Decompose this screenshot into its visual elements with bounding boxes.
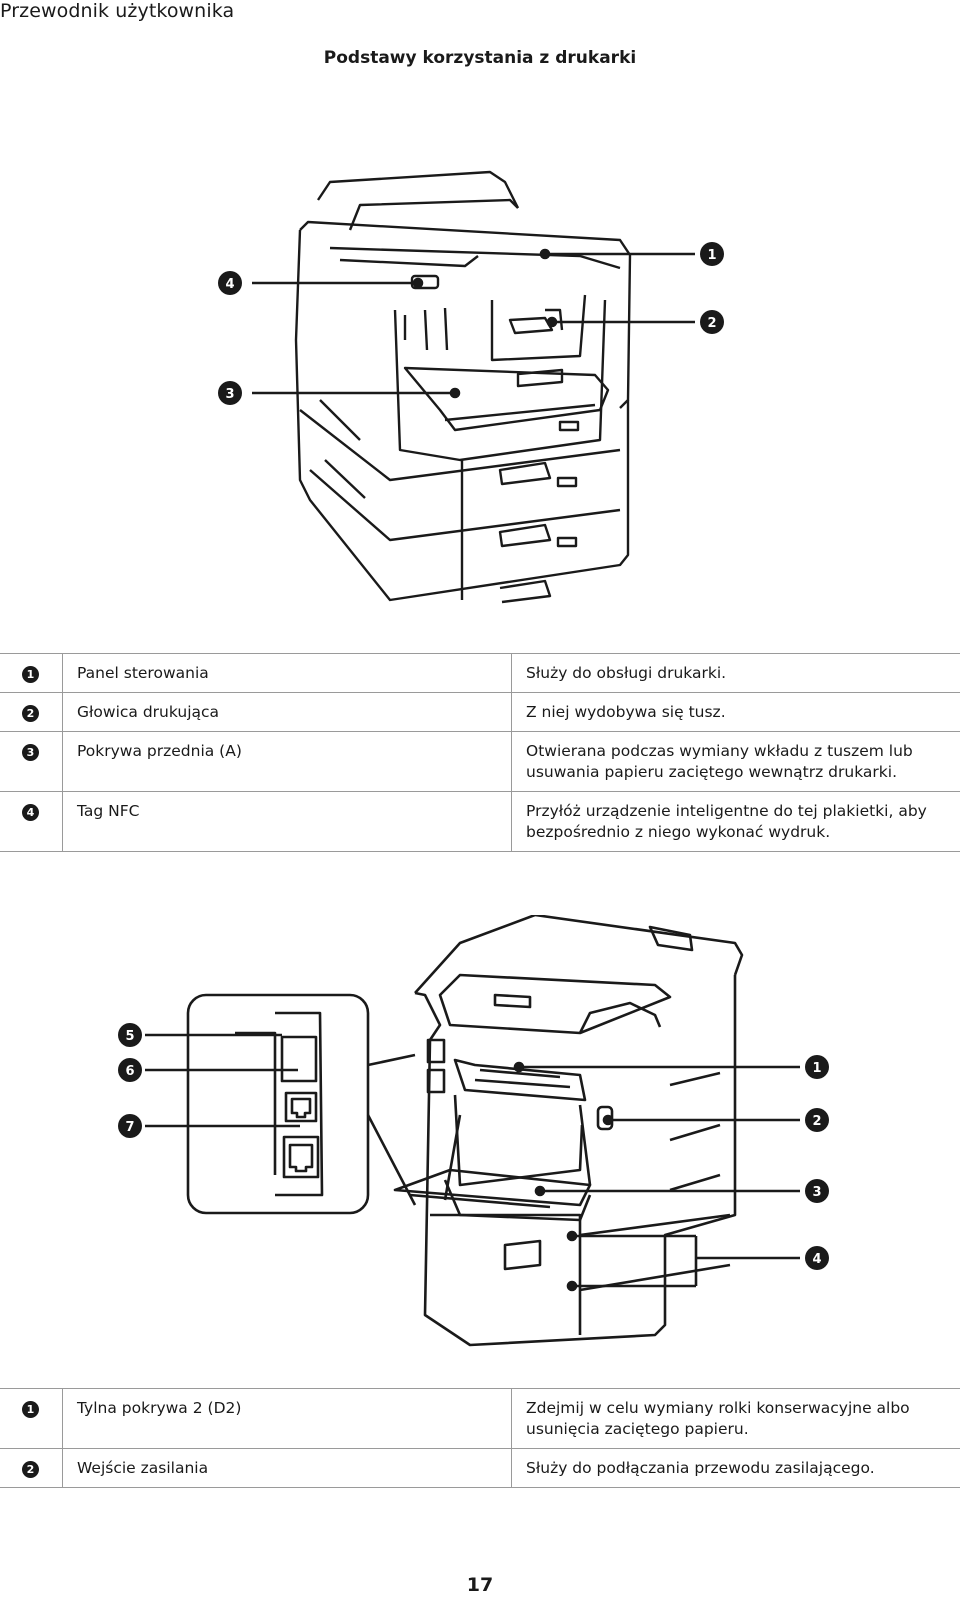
callout-2-label: 2 (707, 316, 716, 331)
part-description: Z niej wydobywa się tusz. (511, 692, 960, 732)
table-row: 1 Tylna pokrywa 2 (D2) Zdejmij w celu wy… (0, 1388, 960, 1449)
row-number-badge: 1 (22, 666, 39, 683)
port-6-icon (284, 1091, 318, 1123)
table-row: 3 Pokrywa przednia (A) Otwierana podczas… (0, 731, 960, 792)
table-row: 4 Tag NFC Przyłóż urządzenie inteligentn… (0, 791, 960, 852)
front-parts-table: 1 Panel sterowania Służy do obsługi druk… (0, 653, 960, 852)
page-title: Podstawy korzystania z drukarki (323, 48, 637, 68)
running-header: Przewodnik użytkownika (0, 0, 235, 22)
printer-rear-illustration: 5 6 7 1 2 3 4 (118, 915, 829, 1347)
table-row: 1 Panel sterowania Służy do obsługi druk… (0, 653, 960, 693)
callout-5-marker (118, 1023, 142, 1047)
page-number: 17 (466, 1574, 494, 1596)
callout-3-label: 3 (225, 387, 234, 402)
part-name: Pokrywa przednia (A) (62, 731, 512, 792)
row-number-badge: 1 (22, 1401, 39, 1418)
part-description: Służy do podłączania przewodu zasilające… (511, 1448, 960, 1488)
part-name: Wejście zasilania (62, 1448, 512, 1488)
table-row: 2 Wejście zasilania Służy do podłączania… (0, 1448, 960, 1488)
callout-4-label: 4 (225, 277, 234, 292)
callout-5-label: 5 (125, 1029, 134, 1044)
part-description: Zdejmij w celu wymiany rolki konserwacyj… (511, 1388, 960, 1449)
row-number-badge: 4 (22, 804, 39, 821)
part-description: Przyłóż urządzenie inteligentne do tej p… (511, 791, 960, 852)
callout-6-label: 6 (125, 1064, 134, 1079)
part-name: Tag NFC (62, 791, 512, 852)
callout-3-marker (218, 381, 242, 405)
callout-4-marker (218, 271, 242, 295)
printer-front-illustration: 1 2 3 4 (218, 170, 724, 604)
callout-2-label: 2 (812, 1114, 821, 1129)
callout-1-label: 1 (707, 248, 716, 263)
table-row: 2 Głowica drukująca Z niej wydobywa się … (0, 692, 960, 732)
callout-4-label: 4 (812, 1252, 821, 1267)
row-number-badge: 3 (22, 744, 39, 761)
part-name: Panel sterowania (62, 653, 512, 693)
part-description: Otwierana podczas wymiany wkładu z tusze… (511, 731, 960, 792)
callout-2-marker (805, 1108, 829, 1132)
callout-7-label: 7 (125, 1120, 134, 1135)
part-description: Służy do obsługi drukarki. (511, 653, 960, 693)
callout-4-marker (805, 1246, 829, 1270)
callout-2-marker (700, 310, 724, 334)
callout-1-marker (805, 1055, 829, 1079)
part-name: Tylna pokrywa 2 (D2) (62, 1388, 512, 1449)
part-name: Głowica drukująca (62, 692, 512, 732)
callout-6-marker (118, 1058, 142, 1082)
port-5-icon (280, 1035, 318, 1083)
callout-7-marker (118, 1114, 142, 1138)
callout-1-marker (700, 242, 724, 266)
callout-3-label: 3 (812, 1185, 821, 1200)
row-number-badge: 2 (22, 1461, 39, 1478)
callout-1-label: 1 (812, 1061, 821, 1076)
rear-parts-table: 1 Tylna pokrywa 2 (D2) Zdejmij w celu wy… (0, 1388, 960, 1488)
ports-inset-frame (186, 993, 370, 1215)
port-7-icon (282, 1135, 320, 1179)
callout-3-marker (805, 1179, 829, 1203)
row-number-badge: 2 (22, 705, 39, 722)
